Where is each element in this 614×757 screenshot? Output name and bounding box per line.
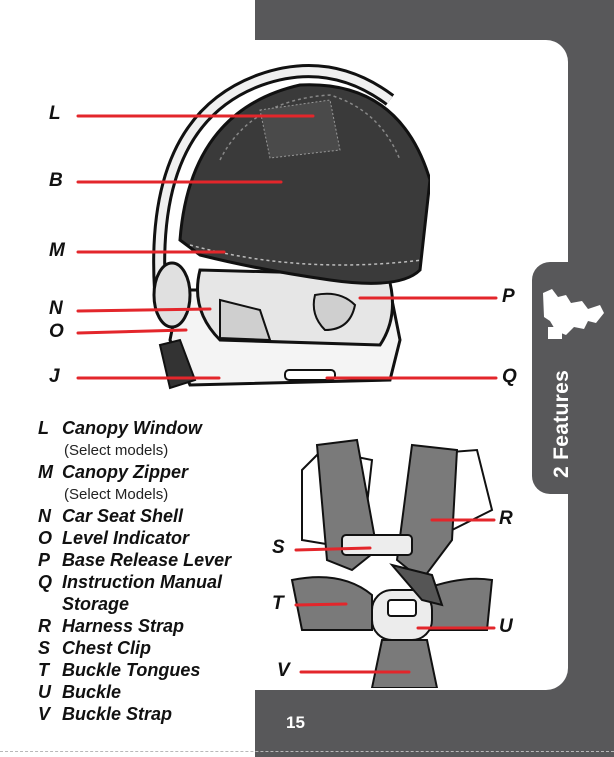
callout-label-J: J: [49, 366, 60, 388]
callout-label-O: O: [49, 321, 64, 343]
callout-label-T: T: [272, 593, 284, 615]
page-trim-line: [0, 751, 614, 752]
callout-label-L: L: [49, 103, 61, 125]
feature-legend: L Canopy Window (Select models) M Canopy…: [38, 418, 268, 726]
legend-item: R Harness Strap: [38, 616, 268, 638]
legend-item: L Canopy Window: [38, 418, 268, 440]
legend-item: T Buckle Tongues: [38, 660, 268, 682]
legend-item: P Base Release Lever: [38, 550, 268, 572]
legend-item: U Buckle: [38, 682, 268, 704]
callout-label-V: V: [277, 660, 290, 682]
callout-line-O: [78, 330, 186, 333]
legend-item: O Level Indicator: [38, 528, 268, 550]
legend-item: V Buckle Strap: [38, 704, 268, 726]
callout-label-S: S: [272, 537, 285, 559]
legend-item: Storage: [38, 594, 268, 616]
legend-item: S Chest Clip: [38, 638, 268, 660]
legend-item: N Car Seat Shell: [38, 506, 268, 528]
callout-label-P: P: [502, 286, 515, 308]
callout-label-Q: Q: [502, 366, 517, 388]
legend-item: Q Instruction Manual: [38, 572, 268, 594]
legend-note: (Select Models): [38, 484, 268, 506]
callout-line-T: [296, 604, 346, 605]
page-number: 15: [286, 713, 305, 733]
callout-line-N: [78, 309, 210, 311]
callout-label-M: M: [49, 240, 65, 262]
callout-label-N: N: [49, 298, 63, 320]
callout-label-U: U: [499, 616, 513, 638]
callout-label-R: R: [499, 508, 513, 530]
legend-item: M Canopy Zipper: [38, 462, 268, 484]
callout-label-B: B: [49, 170, 63, 192]
callout-line-S: [296, 548, 370, 550]
legend-note: (Select models): [38, 440, 268, 462]
